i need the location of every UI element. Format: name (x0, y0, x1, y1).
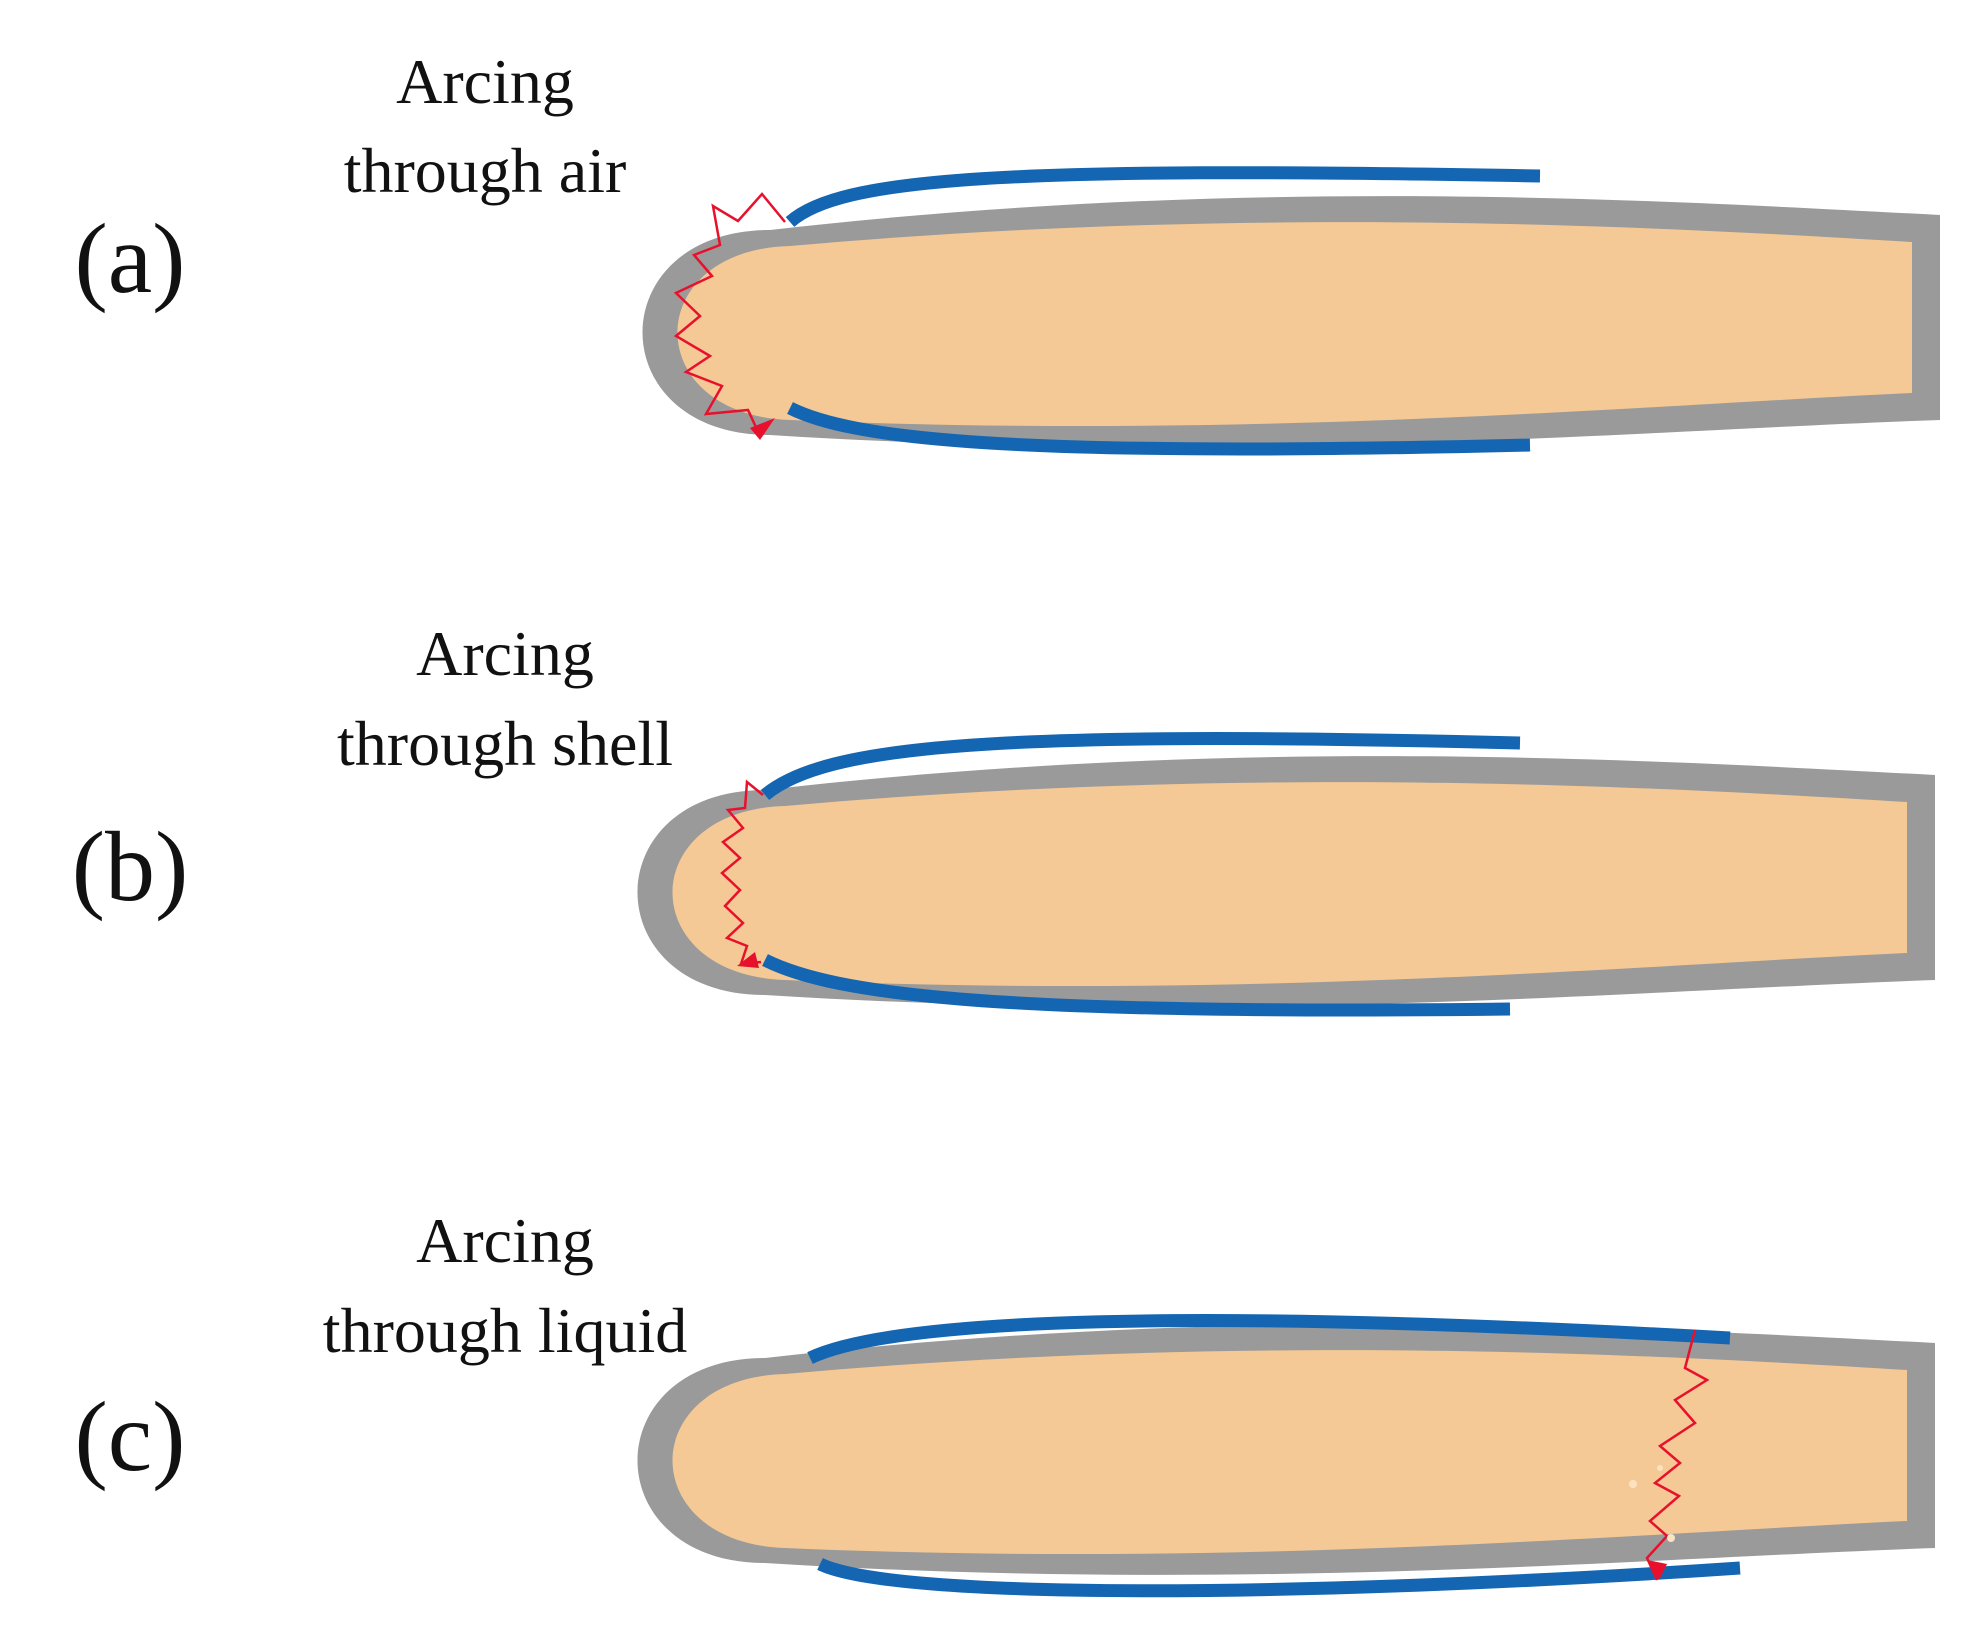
panel-c-bottom-electrode (817, 1558, 1741, 1598)
panel-b-arc-arrowhead (737, 952, 759, 968)
panel-c-arc (1645, 1329, 1710, 1581)
panel-a-droplet (642, 166, 1940, 456)
panel-a-letter: (a) (75, 203, 186, 314)
panel-b-caption-line2: through shell (337, 708, 673, 779)
panel-b-bottom-electrode (762, 954, 1511, 1017)
panel-c-top-electrode (807, 1314, 1731, 1364)
panel-b-top-electrode (760, 732, 1521, 801)
panel-a-bottom-electrode (787, 402, 1531, 456)
panel-b-core (672, 782, 1907, 987)
panel-a-caption-line2: through air (344, 135, 627, 206)
panel-a-core (677, 222, 1912, 427)
panel-b-caption-line1: Arcing (416, 618, 594, 689)
panel-c-caption-line1: Arcing (416, 1205, 594, 1276)
panel-b-arc (720, 779, 764, 966)
panel-c-caption-line2: through liquid (323, 1295, 687, 1366)
panel-c: Arcing through liquid (c) (75, 1205, 1935, 1598)
panel-a-caption-line1: Arcing (396, 46, 574, 117)
panel-c-droplet (637, 1314, 1935, 1598)
panel-c-spark-dot (1667, 1534, 1675, 1542)
panel-b-letter: (b) (72, 811, 189, 922)
panel-c-spark-dot (1629, 1480, 1637, 1488)
panel-c-letter: (c) (75, 1381, 186, 1492)
panel-b-droplet (637, 732, 1935, 1017)
panel-a-arc-arrowhead (750, 418, 775, 440)
panel-a-arc (673, 192, 786, 437)
panel-a-top-electrode (785, 166, 1541, 227)
panel-a: Arcing through air (a) (75, 46, 1940, 456)
panel-b: Arcing through shell (b) (72, 618, 1935, 1017)
panel-c-arc-arrowhead (1647, 1560, 1667, 1580)
panel-c-spark-dot (1657, 1465, 1663, 1471)
panel-c-core (672, 1350, 1907, 1555)
